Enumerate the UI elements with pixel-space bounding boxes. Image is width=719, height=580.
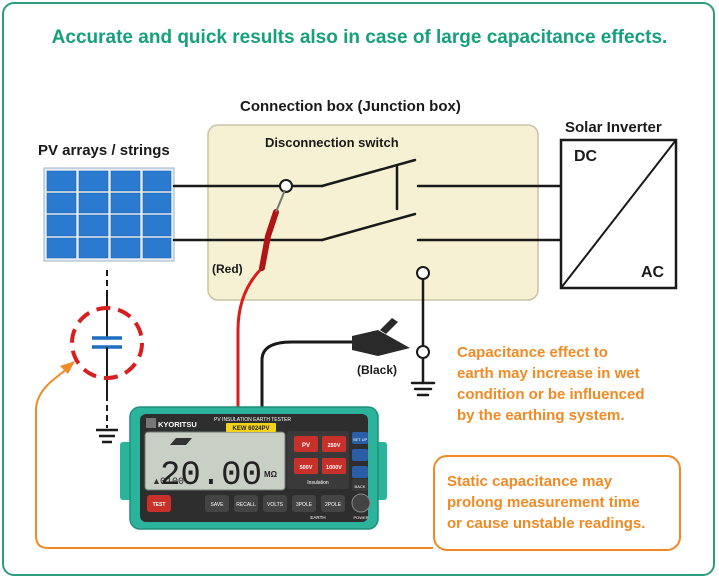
pv-arrays-label: PV arrays / strings (38, 142, 170, 159)
pv-panel-icon (43, 167, 175, 262)
back-button[interactable]: BACK (355, 484, 366, 489)
diagram-title: Accurate and quick results also in case … (51, 27, 668, 48)
1000v-button[interactable]: 1000V (326, 465, 342, 471)
static-capacitance-callout (433, 455, 681, 551)
recall-button[interactable]: RECALL (236, 502, 256, 508)
inverter-icon (559, 138, 678, 290)
capacitance-note-line: condition or be influenced (457, 386, 645, 403)
test-button[interactable]: TEST (153, 502, 166, 508)
tester-product-line: PV INSULATION EARTH TESTER (214, 417, 291, 423)
static-capacitance-note: Static capacitance may prolong measureme… (447, 471, 645, 534)
tester-brand: KYORITSU (158, 420, 197, 429)
pv-button[interactable]: PV (302, 443, 310, 449)
setup-button[interactable]: SET UP (353, 437, 368, 442)
earth-terminal-lower (416, 345, 430, 359)
test-terminal-upper (279, 179, 293, 193)
tester-sub-reading: 0100 (160, 477, 184, 488)
red-probe (236, 189, 286, 410)
2pole-button[interactable]: 2POLE (325, 502, 342, 508)
disconnection-switch-label: Disconnection switch (265, 135, 399, 150)
static-note-line: or cause unstable readings. (447, 515, 646, 532)
capacitor-symbol (70, 270, 144, 444)
tester-labels: KYORITSU PV INSULATION EARTH TESTER KEW … (153, 417, 369, 520)
500v-button[interactable]: 500V (300, 465, 313, 471)
250v-button[interactable]: 250V (328, 443, 341, 449)
ac-label: AC (641, 264, 665, 281)
save-button[interactable]: SAVE (211, 502, 225, 508)
tester-model: KEW 6024PV (232, 426, 269, 432)
black-probe-label: (Black) (357, 363, 398, 377)
circuit-wires (172, 158, 562, 397)
black-clip (260, 318, 410, 410)
insulation-label: Insulation (307, 480, 329, 486)
svg-text:▲: ▲ (152, 476, 161, 486)
power-label: POWER (353, 515, 368, 520)
connection-box-label: Connection box (Junction box) (240, 98, 461, 115)
callout-arrow (35, 367, 433, 549)
capacitance-note-line: by the earthing system. (457, 407, 625, 424)
tester-reading: 20.00 (160, 457, 262, 495)
red-probe-label: (Red) (212, 262, 243, 276)
dc-label: DC (574, 148, 598, 165)
3pole-button[interactable]: 3POLE (296, 502, 313, 508)
earth-terminal (416, 266, 430, 280)
capacitance-effect-note: Capacitance effect to earth may increase… (457, 342, 645, 426)
capacitance-note-line: Capacitance effect to (457, 344, 608, 361)
volts-button[interactable]: VOLTS (267, 502, 284, 508)
insulation-tester: ▲ (120, 406, 387, 530)
tester-unit: MΩ (264, 470, 278, 479)
static-note-line: Static capacitance may (447, 473, 613, 490)
junction-box (207, 124, 539, 301)
earth-label: EARTH (310, 515, 325, 520)
capacitance-note-line: earth may increase in wet (457, 365, 640, 382)
static-note-line: prolong measurement time (447, 494, 640, 511)
solar-inverter-label: Solar Inverter (565, 119, 662, 136)
